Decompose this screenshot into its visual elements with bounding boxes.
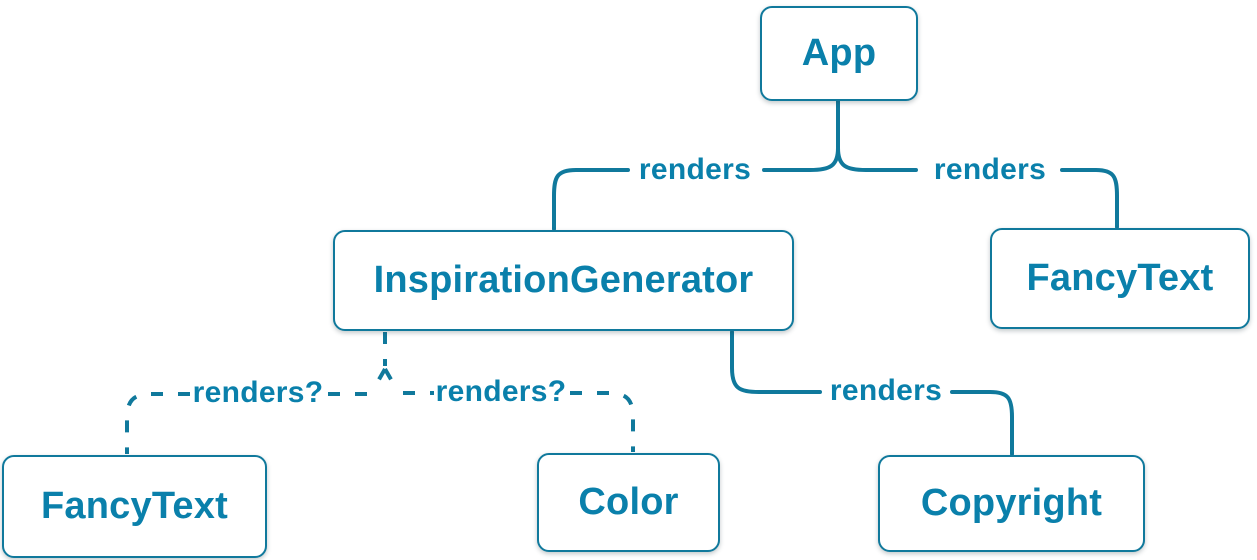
edge-label-app-fancytext: renders [933,153,1047,186]
edge-inspirationgenerator-color [403,391,635,452]
node-fancytext-bottom: FancyText [2,455,267,558]
edge-inspirationgenerator-dashed-stem [371,332,399,391]
edge-label-inspirationgenerator-copyright: renders [829,374,943,407]
node-color-label: Color [578,481,679,523]
node-color: Color [537,453,720,552]
edge-label-app-inspirationgenerator: renders [638,153,752,186]
node-copyright: Copyright [878,455,1145,552]
node-fancytext-top: FancyText [990,228,1250,329]
edge-inspirationgenerator-copyright [730,330,1014,456]
node-inspiration-generator-label: InspirationGenerator [373,259,754,301]
node-fancytext-top-label: FancyText [1026,257,1214,299]
node-fancytext-bottom-label: FancyText [41,485,228,527]
edge-app-fancytext [836,146,1119,229]
node-app-label: App [801,32,877,74]
edge-inspirationgenerator-fancytext [125,392,367,454]
edge-label-inspirationgenerator-fancytext: renders? [192,376,324,409]
node-inspiration-generator: InspirationGenerator [333,230,794,331]
node-app: App [760,6,918,101]
node-copyright-label: Copyright [920,482,1103,524]
edge-label-inspirationgenerator-color: renders? [435,375,567,408]
